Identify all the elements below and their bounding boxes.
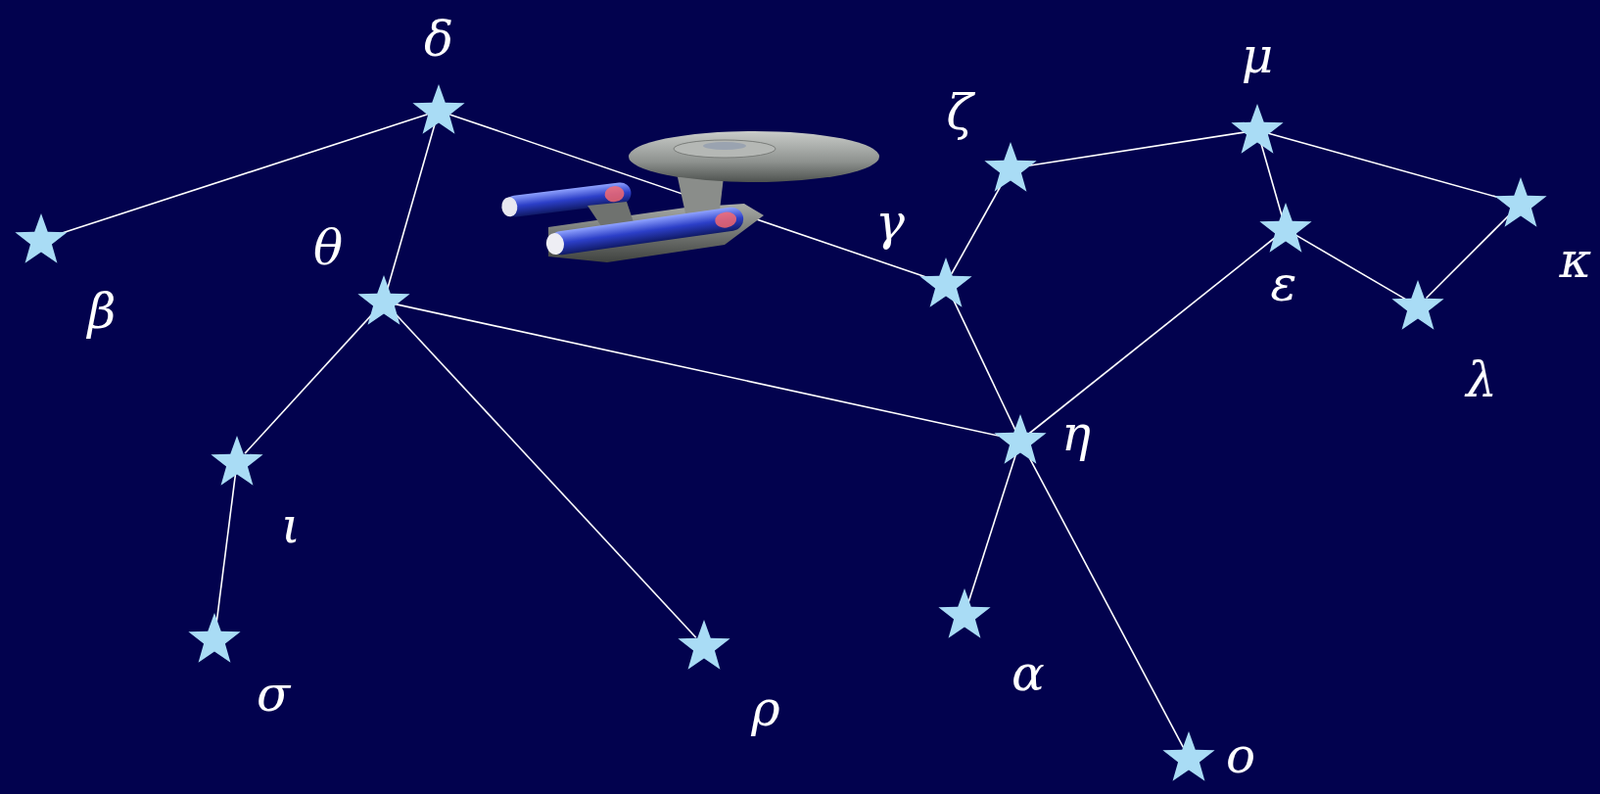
star: σ: [186, 611, 243, 668]
constellation-line: [1269, 133, 1510, 201]
star-symbol: [1160, 729, 1218, 787]
star-label: ρ: [751, 684, 780, 734]
constellation-line: [244, 310, 377, 454]
star: β: [12, 211, 70, 269]
constellation-line: [51, 114, 427, 237]
star-label: γ: [875, 197, 905, 247]
star-label: δ: [423, 14, 454, 64]
star-symbol: [675, 617, 733, 675]
star-label: θ: [313, 223, 343, 273]
star: ζ: [982, 140, 1039, 197]
constellation-line: [950, 294, 1016, 430]
star: η: [991, 412, 1049, 470]
star-symbol: [12, 211, 70, 269]
star-symbol: [991, 412, 1049, 470]
constellation-line: [1022, 132, 1246, 167]
constellation-line: [1260, 141, 1282, 219]
star-label: β: [88, 286, 117, 336]
star: γ: [917, 255, 975, 313]
star: ρ: [675, 617, 733, 675]
constellation-line: [395, 304, 1010, 439]
constellation-line: [1029, 236, 1276, 434]
star-label: η: [1061, 409, 1091, 459]
star: κ: [1492, 175, 1550, 233]
star-symbol: [355, 273, 413, 330]
star-label: ο: [1225, 731, 1256, 781]
star-symbol: [1228, 101, 1286, 159]
constellation-line: [968, 451, 1018, 604]
star: ε: [1257, 200, 1315, 258]
star-label: ι: [281, 501, 301, 551]
constellation-line: [1295, 235, 1408, 301]
constellation-line: [1426, 212, 1513, 299]
constellation-line: [216, 473, 236, 628]
star: θ: [355, 273, 413, 330]
star: ο: [1160, 729, 1218, 787]
star-symbol: [1492, 175, 1550, 233]
star-label: κ: [1559, 235, 1593, 285]
star: ι: [208, 433, 266, 491]
star-symbol: [208, 433, 266, 491]
star: δ: [410, 82, 468, 140]
star-label: α: [1011, 649, 1045, 699]
star-label: ζ: [945, 88, 973, 138]
star-symbol: [1257, 200, 1315, 258]
constellation-line: [951, 179, 1005, 275]
star-symbol: [186, 611, 243, 668]
star-symbol: [410, 82, 468, 140]
star-symbol: [982, 140, 1039, 197]
star: λ: [1389, 278, 1447, 335]
star-symbol: [936, 586, 993, 644]
constellation-line: [449, 114, 935, 281]
star: α: [936, 586, 993, 644]
constellation-line: [1026, 451, 1184, 749]
star: μ: [1228, 101, 1286, 159]
star-label: σ: [256, 669, 290, 719]
star-label: λ: [1465, 355, 1498, 405]
constellation-line: [386, 122, 435, 291]
star-label: μ: [1241, 31, 1274, 81]
star-symbol: [917, 255, 975, 313]
star-symbol: [1389, 278, 1447, 335]
star-label: ε: [1270, 259, 1298, 309]
